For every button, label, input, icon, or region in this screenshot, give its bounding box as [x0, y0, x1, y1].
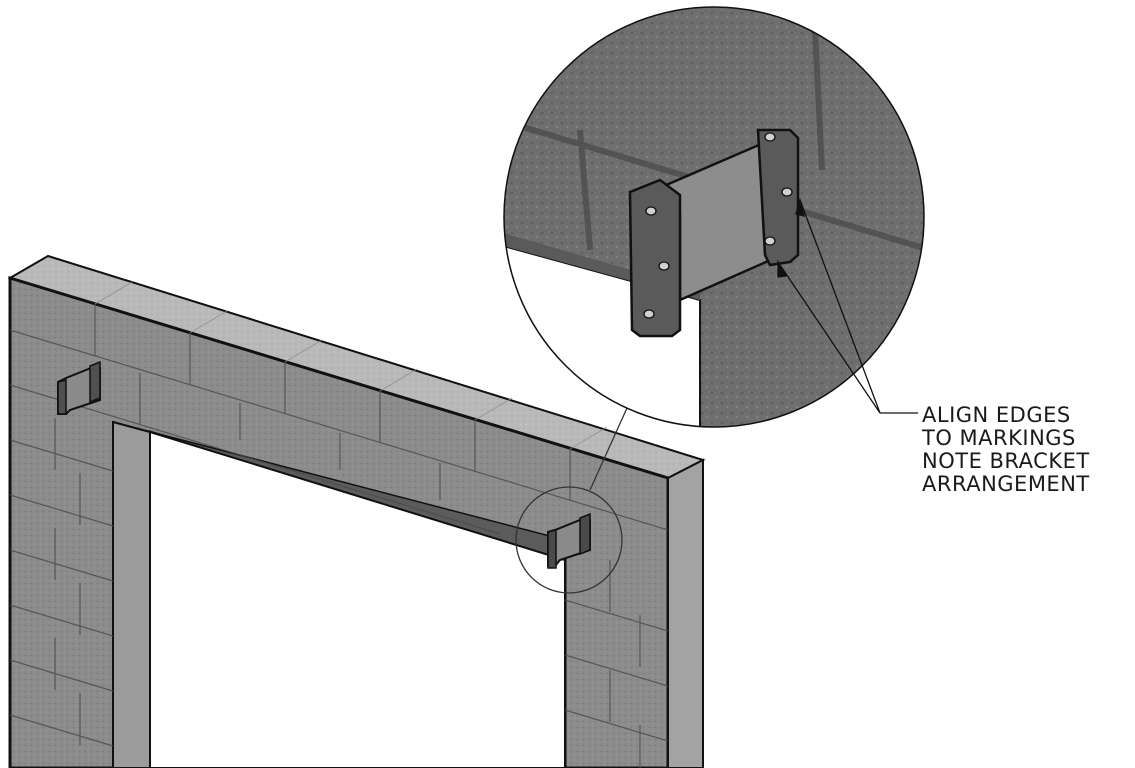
- door-opening: [149, 430, 566, 768]
- callout-line: TO MARKINGS: [922, 426, 1076, 450]
- wall-right-side-face: [667, 458, 704, 768]
- zoom-bracket: [628, 128, 800, 338]
- detail-reference-circle: [515, 486, 623, 594]
- zoom-detail: [503, 6, 925, 428]
- opening-left-return: [112, 420, 151, 768]
- callout-note: ALIGN EDGES TO MARKINGS NOTE BRACKET ARR…: [922, 404, 1090, 496]
- callout-line: ALIGN EDGES: [922, 403, 1071, 427]
- callout-line: ARRANGEMENT: [922, 472, 1090, 496]
- callout-leaders: [777, 197, 918, 414]
- detail-leader-line: [589, 407, 628, 491]
- left-bracket: [57, 360, 101, 415]
- right-bracket: [547, 512, 591, 569]
- block-wall-frame: [7, 254, 706, 768]
- callout-line: NOTE BRACKET: [922, 449, 1090, 473]
